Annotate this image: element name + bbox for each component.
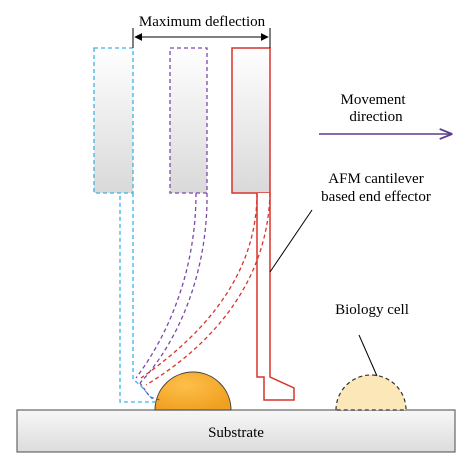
biology-cell [335,374,407,411]
attached-cell [154,371,232,411]
purple-cantilever [135,47,208,401]
purple-cantilever-beam-outer [139,192,208,384]
red-cantilever-deflected-beam-inner [140,192,258,379]
biology-cell-leader [358,334,378,377]
afm-label-line1: AFM cantilever [328,171,423,187]
purple-cantilever-beam-inner [135,192,197,379]
red-cantilever-deflected-beam-outer [145,192,271,386]
afm-label-line2: based end effector [321,189,431,205]
movement-label-line2: direction [349,109,403,125]
red-cantilever-beam [256,193,295,401]
cyan-cantilever-base [93,47,134,194]
movement-label-line1: Movement [341,92,407,108]
purple-cantilever-base [169,47,208,194]
substrate-label: Substrate [208,425,264,441]
afm-label-leader [269,209,313,273]
max-deflection-label: Maximum deflection [139,14,266,30]
red-cantilever-base [231,47,271,194]
cyan-cantilever-beam [119,193,157,403]
substrate [16,409,456,453]
biology-cell-label: Biology cell [335,302,409,318]
purple-cantilever-tip [139,382,161,401]
red-cantilever [140,47,295,401]
cyan-cantilever [93,47,157,403]
